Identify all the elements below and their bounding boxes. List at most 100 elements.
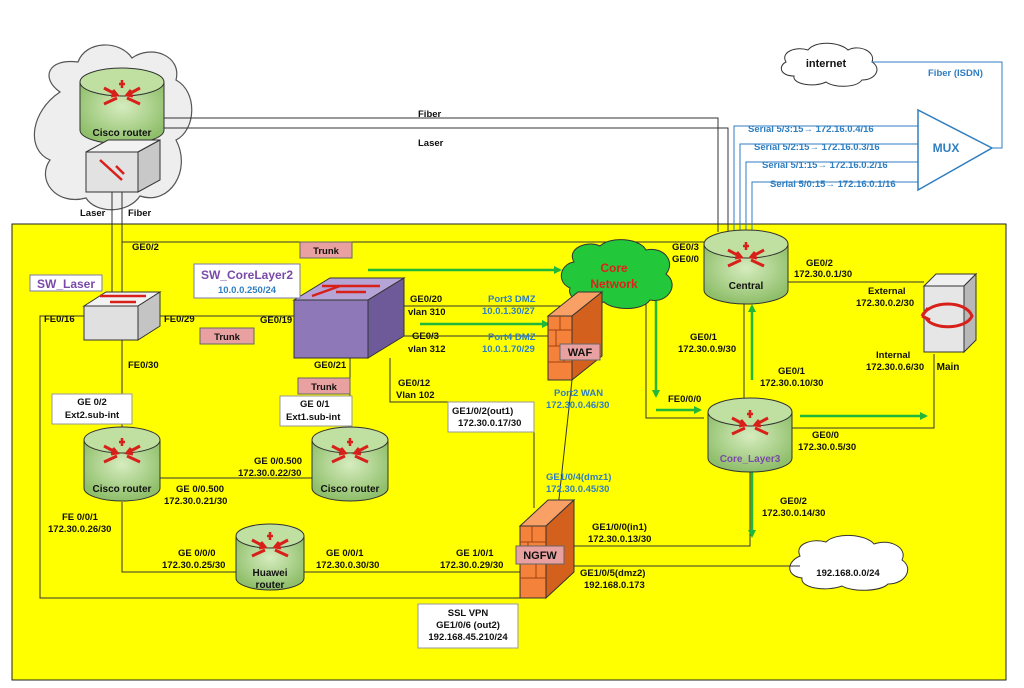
lan-cloud-label: 192.168.0.0/24 — [816, 568, 880, 579]
sw-core-ip: 10.0.0.250/24 — [218, 285, 277, 296]
core-layer3-label: Core_Layer3 — [720, 454, 781, 465]
sslvpn-3: 192.168.45.210/24 — [428, 632, 508, 643]
ge02-c: GE0/2 — [806, 258, 833, 269]
ge00500-b: GE 0/0.500 — [176, 484, 224, 495]
ge01-c-ip: 172.30.0.9/30 — [678, 344, 736, 355]
ge105: GE1/0/5(dmz2) — [580, 568, 645, 579]
external-label: External — [868, 286, 906, 297]
main-server[interactable] — [920, 272, 978, 354]
sslvpn-box — [417, 603, 519, 649]
ge02-ext2-sub: Ext2.sub-int — [65, 410, 120, 421]
ge000-h-ip: 172.30.0.25/30 — [162, 560, 225, 571]
ge00500-a: GE 0/0.500 — [254, 456, 302, 467]
central-label: Central — [729, 281, 764, 292]
internet-label: internet — [806, 58, 847, 70]
laser-down-label: Laser — [80, 208, 106, 219]
mid-router-label: Cisco router — [321, 484, 380, 495]
internal-ip: 172.30.0.6/30 — [866, 362, 924, 373]
port3-dmz-ip: 10.0.1.30/27 — [482, 306, 535, 317]
core-layer3-router[interactable] — [707, 397, 793, 473]
traffic-arrows — [368, 266, 928, 538]
ge02-l3: GE0/2 — [780, 496, 807, 507]
central-router[interactable] — [703, 229, 789, 305]
ext1-box — [279, 395, 353, 427]
port-ge012: GE0/12 — [398, 378, 430, 389]
port-ge020-vlan: vlan 310 — [408, 307, 446, 318]
ngfw-label: NGFW — [523, 550, 557, 562]
port-fe030: FE0/30 — [128, 360, 159, 371]
serial-1: Serial 5/3:15→ 172.16.0.4/16 — [748, 124, 874, 135]
fiber-top-label: Fiber — [418, 109, 442, 120]
huawei-router[interactable] — [235, 523, 305, 591]
trunk-1-label: Trunk — [313, 246, 340, 257]
labels: Cisco router Fiber Laser Laser Fiber SW_… — [37, 58, 983, 643]
ge00-c: GE0/0 — [672, 254, 699, 265]
serial-2: Serial 5/2:15→ 172.16.0.3/16 — [754, 142, 880, 153]
sw-core-layer2-switch[interactable] — [292, 277, 406, 359]
ge02-c-ip: 172.30.0.1/30 — [794, 269, 852, 280]
sslvpn-2: GE1/0/6 (out2) — [436, 620, 500, 631]
ge104: GE1/0/4(dmz1) — [546, 472, 611, 483]
ge101: GE 1/0/1 — [456, 548, 494, 559]
top-router-label: Cisco router — [93, 128, 152, 139]
top-router[interactable] — [79, 67, 165, 145]
port4-dmz: Port4 DMZ — [488, 332, 536, 343]
mid-router[interactable] — [311, 426, 389, 502]
ge104-ip: 172.30.0.45/30 — [546, 484, 609, 495]
ge00500-b-ip: 172.30.0.21/30 — [164, 496, 227, 507]
trunk-box-1 — [299, 241, 353, 259]
fe001: FE 0/0/1 — [62, 512, 99, 523]
left-router[interactable] — [83, 426, 161, 502]
serial-3: Serial 5/1:15→ 172.16.0.2/16 — [762, 160, 888, 171]
trunk-2-label: Trunk — [214, 332, 241, 343]
sw-core-name: SW_CoreLayer2 — [201, 268, 293, 282]
port-fe016: FE0/16 — [44, 314, 75, 325]
left-router-label: Cisco router — [93, 484, 152, 495]
wires — [39, 61, 1003, 599]
ge02-l3-ip: 172.30.0.14/30 — [762, 508, 825, 519]
fiber-isdn-label: Fiber (ISDN) — [928, 68, 983, 79]
port-ge02-top: GE0/2 — [132, 242, 159, 253]
ge105-ip: 192.168.0.173 — [584, 580, 645, 591]
top-switch-icon — [85, 139, 161, 193]
ge00-l3: GE0/0 — [812, 430, 839, 441]
port-ge03: GE0/3 — [412, 331, 439, 342]
huawei-label-2: router — [256, 580, 285, 591]
ge102-ip: 172.30.0.17/30 — [458, 418, 521, 429]
trunk-box-2 — [199, 327, 255, 345]
sw-laser-label: SW_Laser — [37, 277, 95, 291]
port3-dmz: Port3 DMZ — [488, 294, 536, 305]
ge001-h: GE 0/0/1 — [326, 548, 364, 559]
ext2-box — [51, 393, 133, 425]
ngfw-label-box — [515, 545, 565, 565]
ge01-l3-ip: 172.30.0.10/30 — [760, 378, 823, 389]
ge02-ext2: GE 0/2 — [77, 397, 107, 408]
ngfw-firewall[interactable] — [515, 498, 576, 600]
ge01-l3: GE0/1 — [778, 366, 806, 377]
trunk-3-label: Trunk — [311, 382, 338, 393]
ge000-h: GE 0/0/0 — [178, 548, 216, 559]
trunk-box-3 — [297, 377, 351, 395]
port-fe029: FE0/29 — [164, 314, 195, 325]
core-network-label-2: Network — [590, 277, 638, 291]
mux-label: MUX — [933, 141, 960, 155]
mux[interactable] — [917, 108, 994, 192]
port-ge012-vlan: Vlan 102 — [396, 390, 435, 401]
fe000: FE0/0/0 — [668, 394, 701, 405]
waf-firewall[interactable] — [546, 290, 604, 382]
port2-wan-ip: 172.30.0.46/30 — [546, 400, 609, 411]
internet-cloud — [780, 42, 878, 87]
port2-wan: Port2 WAN — [554, 388, 603, 399]
port-ge019: GE0/19 — [260, 315, 292, 326]
ge03-c: GE0/3 — [672, 242, 699, 253]
external-ip: 172.30.0.2/30 — [856, 298, 914, 309]
ge102: GE1/0/2(out1) — [452, 406, 513, 417]
ge100: GE1/0/0(in1) — [592, 522, 647, 533]
ge01-c: GE0/1 — [690, 332, 718, 343]
port-ge020: GE0/20 — [410, 294, 442, 305]
ge100-ip: 172.30.0.13/30 — [588, 534, 651, 545]
ge00-l3-ip: 172.30.0.5/30 — [798, 442, 856, 453]
sw-laser-switch[interactable] — [82, 291, 162, 341]
core-network-cloud[interactable] — [560, 239, 673, 309]
